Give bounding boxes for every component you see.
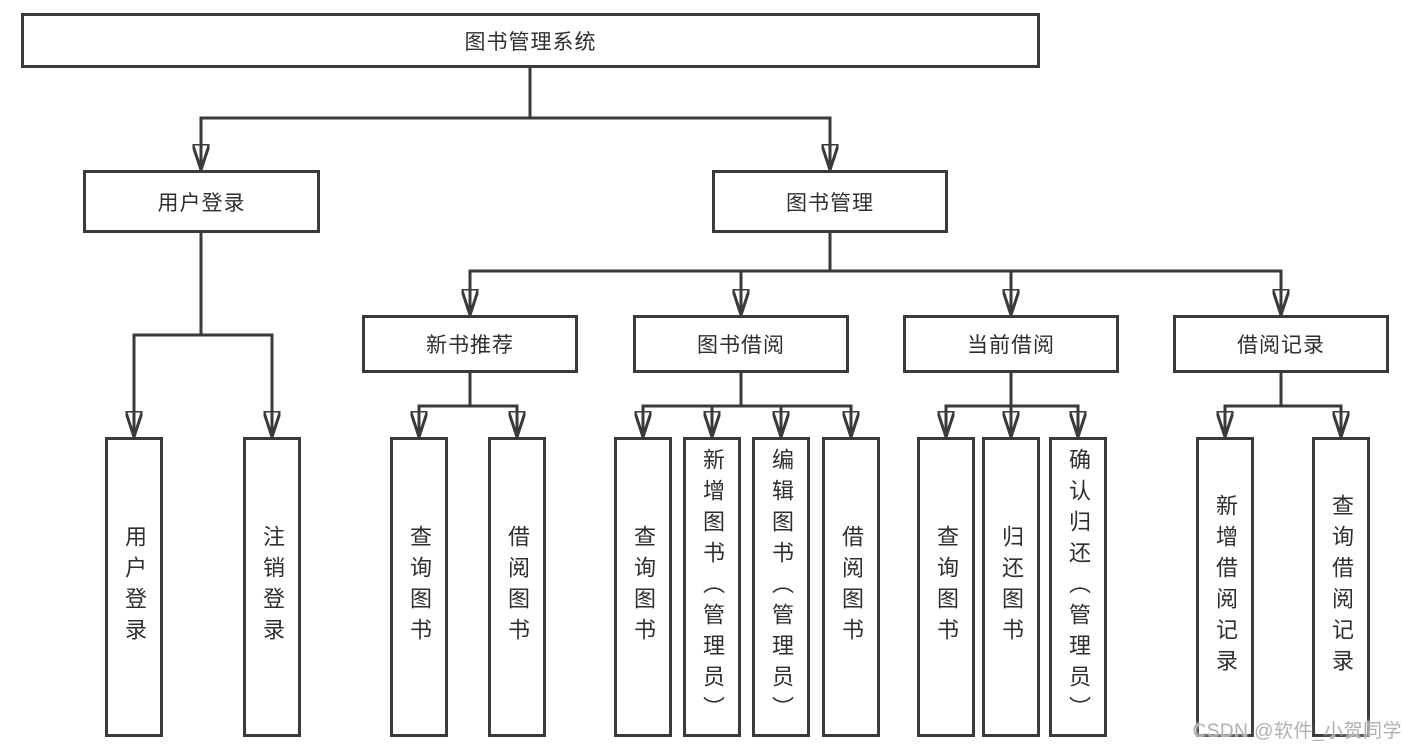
leaf-borrow-query-book-label: 查询图书 bbox=[631, 525, 656, 649]
leaf-recommend-query-book: 查询图书 bbox=[390, 437, 448, 737]
leaf-records-add-record-label: 新增借阅记录 bbox=[1213, 494, 1238, 680]
node-book-borrow-label: 图书借阅 bbox=[697, 334, 785, 357]
leaf-borrow-add-book-admin: 新增图书（管理员） bbox=[683, 437, 741, 737]
node-user-login: 用户登录 bbox=[83, 170, 320, 233]
leaf-recommend-borrow-book: 借阅图书 bbox=[488, 437, 546, 737]
leaf-borrow-edit-book-admin: 编辑图书（管理员） bbox=[752, 437, 810, 737]
leaf-current-confirm-return-admin: 确认归还（管理员） bbox=[1049, 437, 1107, 737]
leaf-user-login-label: 用户登录 bbox=[122, 525, 147, 649]
node-book-borrow: 图书借阅 bbox=[633, 315, 849, 373]
node-new-book-recommend-label: 新书推荐 bbox=[426, 334, 514, 357]
node-new-book-recommend: 新书推荐 bbox=[362, 315, 578, 373]
leaf-current-query-book-label: 查询图书 bbox=[934, 525, 959, 649]
node-root: 图书管理系统 bbox=[21, 13, 1040, 68]
leaf-current-return-book: 归还图书 bbox=[982, 437, 1040, 737]
node-borrow-records: 借阅记录 bbox=[1173, 315, 1389, 373]
leaf-current-return-book-label: 归还图书 bbox=[999, 525, 1024, 649]
leaf-borrow-edit-book-admin-label: 编辑图书（管理员） bbox=[769, 447, 794, 727]
leaf-borrow-query-book: 查询图书 bbox=[614, 437, 672, 737]
leaf-records-query-record-label: 查询借阅记录 bbox=[1329, 494, 1354, 680]
watermark: CSDN @软件_小贺同学 bbox=[1192, 721, 1402, 742]
node-book-management: 图书管理 bbox=[712, 170, 948, 233]
node-current-borrow: 当前借阅 bbox=[903, 315, 1119, 373]
leaf-logout-label: 注销登录 bbox=[260, 525, 285, 649]
leaf-user-login: 用户登录 bbox=[105, 437, 163, 737]
node-user-login-label: 用户登录 bbox=[157, 191, 246, 215]
node-root-label: 图书管理系统 bbox=[464, 30, 597, 54]
leaf-current-confirm-return-admin-label: 确认归还（管理员） bbox=[1066, 447, 1091, 727]
node-borrow-records-label: 借阅记录 bbox=[1237, 334, 1325, 357]
node-book-management-label: 图书管理 bbox=[786, 191, 874, 215]
leaf-borrow-borrow-book-label: 借阅图书 bbox=[839, 525, 864, 649]
leaf-recommend-query-book-label: 查询图书 bbox=[407, 525, 432, 649]
leaf-recommend-borrow-book-label: 借阅图书 bbox=[505, 525, 530, 649]
leaf-records-add-record: 新增借阅记录 bbox=[1196, 437, 1254, 737]
leaf-borrow-add-book-admin-label: 新增图书（管理员） bbox=[700, 447, 725, 727]
leaf-records-query-record: 查询借阅记录 bbox=[1312, 437, 1370, 737]
leaf-current-query-book: 查询图书 bbox=[917, 437, 975, 737]
node-current-borrow-label: 当前借阅 bbox=[967, 334, 1055, 357]
leaf-logout: 注销登录 bbox=[243, 437, 301, 737]
leaf-borrow-borrow-book: 借阅图书 bbox=[822, 437, 880, 737]
